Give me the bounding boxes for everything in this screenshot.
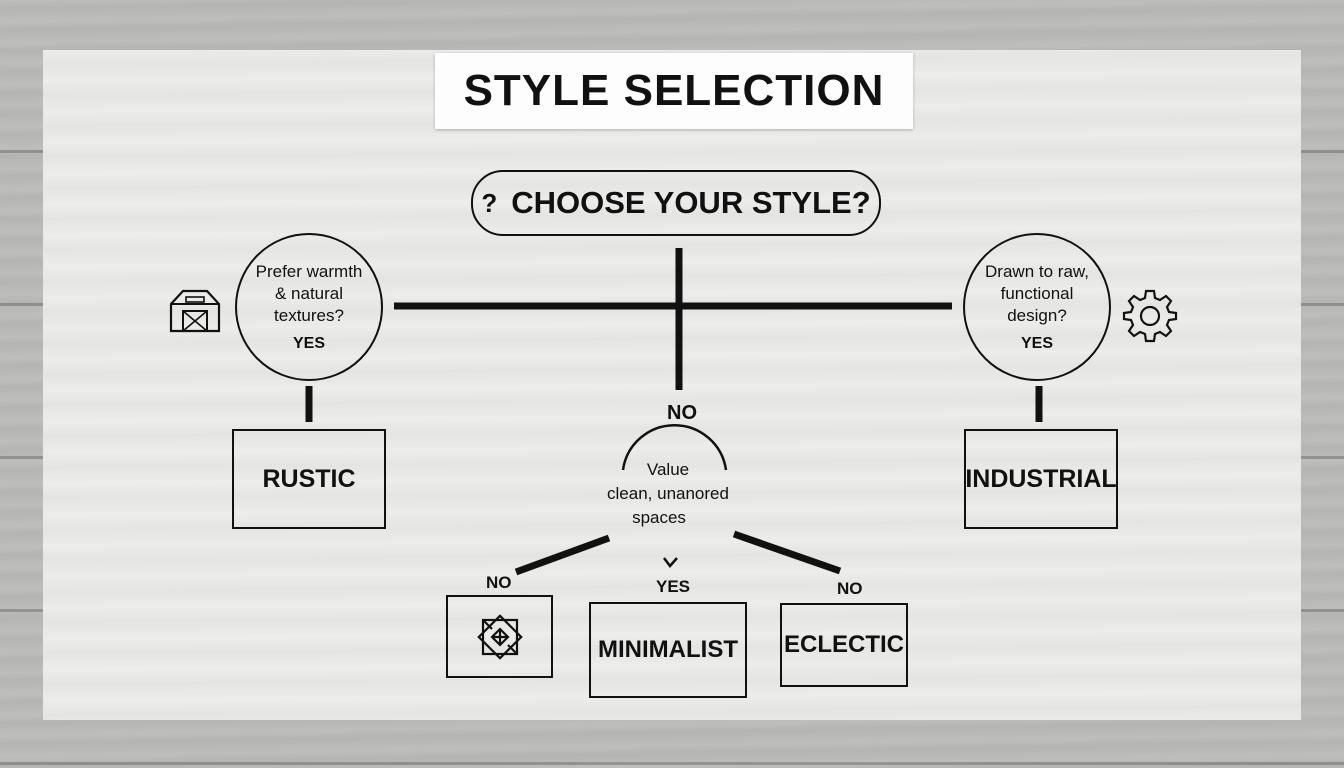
functional-question-line1: Drawn to raw, <box>985 262 1089 281</box>
center-no-label: NO <box>667 402 697 424</box>
barn-icon <box>169 289 221 333</box>
warmth-yes-label: YES <box>292 335 325 352</box>
page-title: STYLE SELECTION <box>435 53 913 129</box>
main-question: ? CHOOSE YOUR STYLE? <box>471 170 881 236</box>
industrial-label: INDUSTRIAL <box>965 464 1117 493</box>
warmth-question-node: Prefer warmth & natural textures? YES <box>235 233 383 381</box>
right-no-label: NO <box>837 579 863 598</box>
geometric-pattern-icon <box>476 613 523 660</box>
clean-question-line3: spaces <box>632 508 686 527</box>
yes-label: YES <box>656 577 691 596</box>
warmth-question-line2: & natural <box>274 284 344 303</box>
functional-yes-label: YES <box>1020 335 1053 352</box>
industrial-result-box: INDUSTRIAL <box>964 429 1118 529</box>
functional-question-line3: design? <box>1007 306 1067 325</box>
rustic-label: RUSTIC <box>262 464 356 493</box>
functional-question-node: Drawn to raw, functional design? YES <box>963 233 1111 381</box>
whiteboard-panel <box>43 50 1301 720</box>
rustic-result-box: RUSTIC <box>232 429 386 529</box>
eclectic-label: ECLECTIC <box>784 631 904 658</box>
warmth-question-line1: Prefer warmth <box>255 262 363 281</box>
gear-icon <box>1122 289 1178 343</box>
left-no-label: NO <box>486 573 512 592</box>
pattern-result-box <box>446 595 553 678</box>
minimalist-label: MINIMALIST <box>598 636 738 663</box>
functional-question-line2: functional <box>1000 284 1074 303</box>
eclectic-result-box: ECLECTIC <box>780 603 908 687</box>
clean-spaces-question: Value clean, unanored spaces <box>598 458 738 530</box>
clean-question-line2: clean, unanored <box>607 484 729 503</box>
main-question-label: CHOOSE YOUR STYLE? <box>511 185 871 220</box>
clean-question-line1: Value <box>646 460 690 479</box>
minimalist-result-box: MINIMALIST <box>589 602 747 698</box>
question-mark-icon: ? <box>481 187 498 218</box>
warmth-question-line3: textures? <box>274 306 344 325</box>
